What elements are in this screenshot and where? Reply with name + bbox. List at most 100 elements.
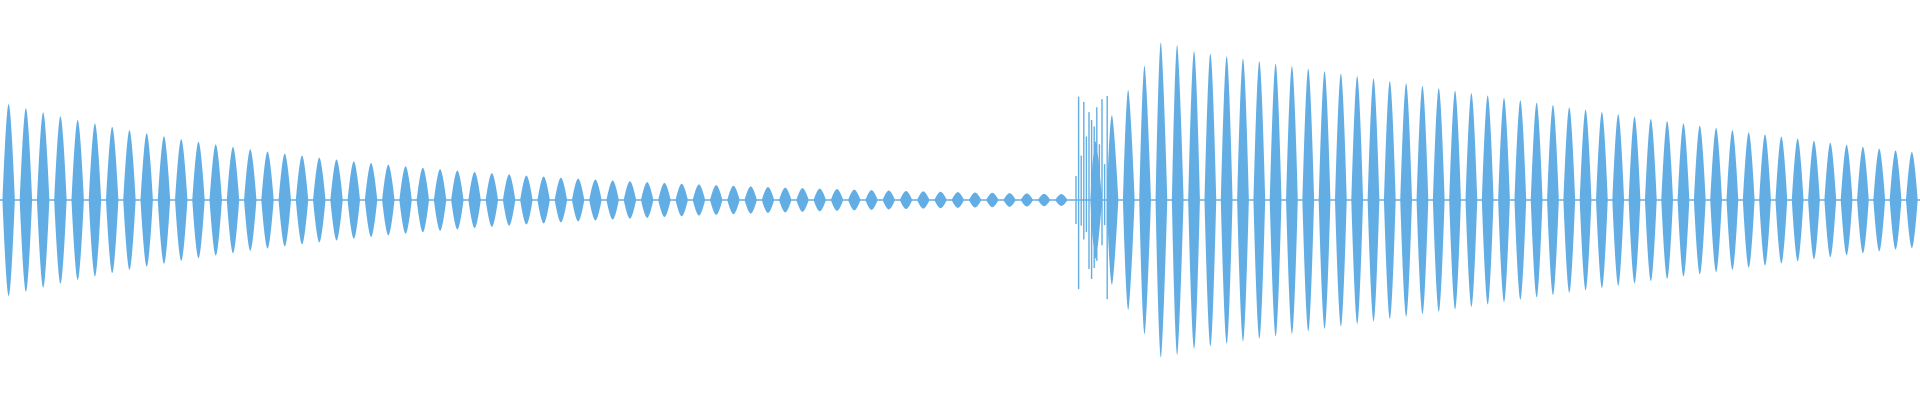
growing-burst-pulse xyxy=(1693,125,1706,275)
growing-burst-pulse xyxy=(1220,56,1233,344)
fading-tone-pulse xyxy=(779,187,792,213)
growing-burst-pulse xyxy=(1905,152,1918,248)
fading-tone-pulse xyxy=(261,151,274,249)
growing-burst-pulse xyxy=(1139,65,1151,335)
growing-burst-pulse xyxy=(1775,136,1788,264)
fading-tone-pulse xyxy=(917,191,930,209)
fading-tone-pulse xyxy=(899,190,913,210)
growing-burst-pulse xyxy=(1171,45,1184,355)
growing-burst-pulse xyxy=(1449,90,1461,310)
fading-tone-pulse xyxy=(744,186,757,214)
fading-tone-pulse xyxy=(433,169,447,231)
growing-burst-pulse xyxy=(1432,88,1445,312)
growing-burst-pulse xyxy=(1530,102,1543,298)
growing-burst-pulse xyxy=(1465,93,1478,307)
growing-burst-pulse xyxy=(1334,73,1347,327)
growing-burst-pulse xyxy=(1661,121,1674,279)
growing-burst-pulse xyxy=(1726,130,1739,270)
fading-tone-pulse xyxy=(640,182,654,218)
growing-burst-pulse xyxy=(1514,100,1527,300)
fading-tone-pulse xyxy=(399,166,412,234)
growing-burst-pulse xyxy=(1188,51,1200,349)
growing-burst-pulse xyxy=(1857,146,1869,254)
growing-burst-pulse xyxy=(1628,116,1641,284)
growing-burst-pulse xyxy=(1644,118,1657,282)
growing-burst-pulse xyxy=(1710,127,1722,273)
fading-tone-pulse xyxy=(2,104,15,296)
fading-tone-pulse xyxy=(123,130,136,270)
fading-tone-pulse xyxy=(537,176,550,224)
fading-tone-pulse xyxy=(226,146,240,254)
fading-tone-pulse xyxy=(623,181,637,219)
growing-burst-pulse xyxy=(1122,90,1135,310)
waveform-pulses xyxy=(2,42,1918,358)
growing-burst-pulse xyxy=(1677,123,1690,277)
fading-tone-pulse xyxy=(485,173,499,227)
fading-tone-pulse xyxy=(347,161,361,239)
fading-tone-pulse xyxy=(416,167,430,233)
fading-tone-pulse xyxy=(830,189,844,211)
fading-tone-pulse xyxy=(278,153,291,247)
growing-burst-pulse xyxy=(1318,71,1331,329)
growing-burst-pulse xyxy=(1596,111,1608,289)
fading-tone-pulse xyxy=(986,192,999,208)
growing-burst-pulse xyxy=(1155,42,1168,358)
fading-tone-pulse xyxy=(934,191,947,209)
fading-tone-pulse xyxy=(865,190,878,210)
growing-burst-pulse xyxy=(1351,76,1364,324)
fading-tone-pulse xyxy=(364,163,378,237)
growing-burst-pulse xyxy=(1416,85,1429,315)
fading-tone-pulse xyxy=(882,190,896,210)
fading-tone-pulse xyxy=(951,192,965,208)
fading-tone-pulse xyxy=(968,192,982,208)
fading-tone-pulse xyxy=(813,188,826,212)
growing-burst-pulse xyxy=(1253,61,1266,339)
growing-burst-pulse xyxy=(1302,68,1315,332)
fading-tone-pulse xyxy=(313,157,326,243)
fading-tone-pulse xyxy=(1055,194,1068,206)
growing-burst-pulse xyxy=(1204,53,1217,347)
fading-tone-pulse xyxy=(589,179,602,221)
fading-tone-pulse xyxy=(468,171,481,229)
fading-tone-pulse xyxy=(140,133,153,267)
growing-burst-pulse xyxy=(1106,115,1119,285)
fading-tone-pulse xyxy=(19,108,33,292)
growing-burst-pulse xyxy=(1400,83,1412,317)
growing-burst-pulse xyxy=(1808,140,1820,260)
fading-tone-pulse xyxy=(848,189,861,211)
fading-tone-pulse xyxy=(174,139,188,261)
fading-tone-pulse xyxy=(209,144,222,256)
fading-tone-pulse xyxy=(709,185,723,215)
fading-tone-pulse xyxy=(761,187,775,213)
growing-burst-pulse xyxy=(1481,95,1494,305)
growing-burst-pulse xyxy=(1759,134,1771,266)
fading-tone-pulse xyxy=(658,182,671,218)
fading-tone-pulse xyxy=(36,112,50,288)
fading-tone-pulse xyxy=(244,149,257,251)
fading-tone-pulse xyxy=(88,123,102,277)
fading-tone-pulse xyxy=(692,184,706,216)
growing-burst-pulse xyxy=(1547,104,1559,296)
fading-tone-pulse xyxy=(451,170,464,230)
growing-burst-pulse xyxy=(1367,78,1380,322)
fading-tone-pulse xyxy=(1037,193,1051,207)
fading-tone-pulse xyxy=(796,188,809,212)
growing-burst-pulse xyxy=(1612,114,1625,286)
fading-tone-pulse xyxy=(382,164,395,236)
fading-tone-pulse xyxy=(606,180,619,220)
fading-tone-pulse xyxy=(71,119,84,281)
fading-tone-pulse xyxy=(105,126,119,274)
growing-burst-pulse xyxy=(1383,81,1396,319)
fading-tone-pulse xyxy=(54,116,67,284)
growing-burst-pulse xyxy=(1873,148,1886,252)
fading-tone-pulse xyxy=(157,136,171,264)
fading-tone-pulse xyxy=(502,174,516,226)
fading-tone-pulse xyxy=(727,185,740,215)
fading-tone-pulse xyxy=(330,159,343,241)
fading-tone-pulse xyxy=(571,178,585,222)
fading-tone-pulse xyxy=(675,183,688,217)
fading-tone-pulse xyxy=(554,177,568,223)
growing-burst-pulse xyxy=(1889,150,1902,250)
